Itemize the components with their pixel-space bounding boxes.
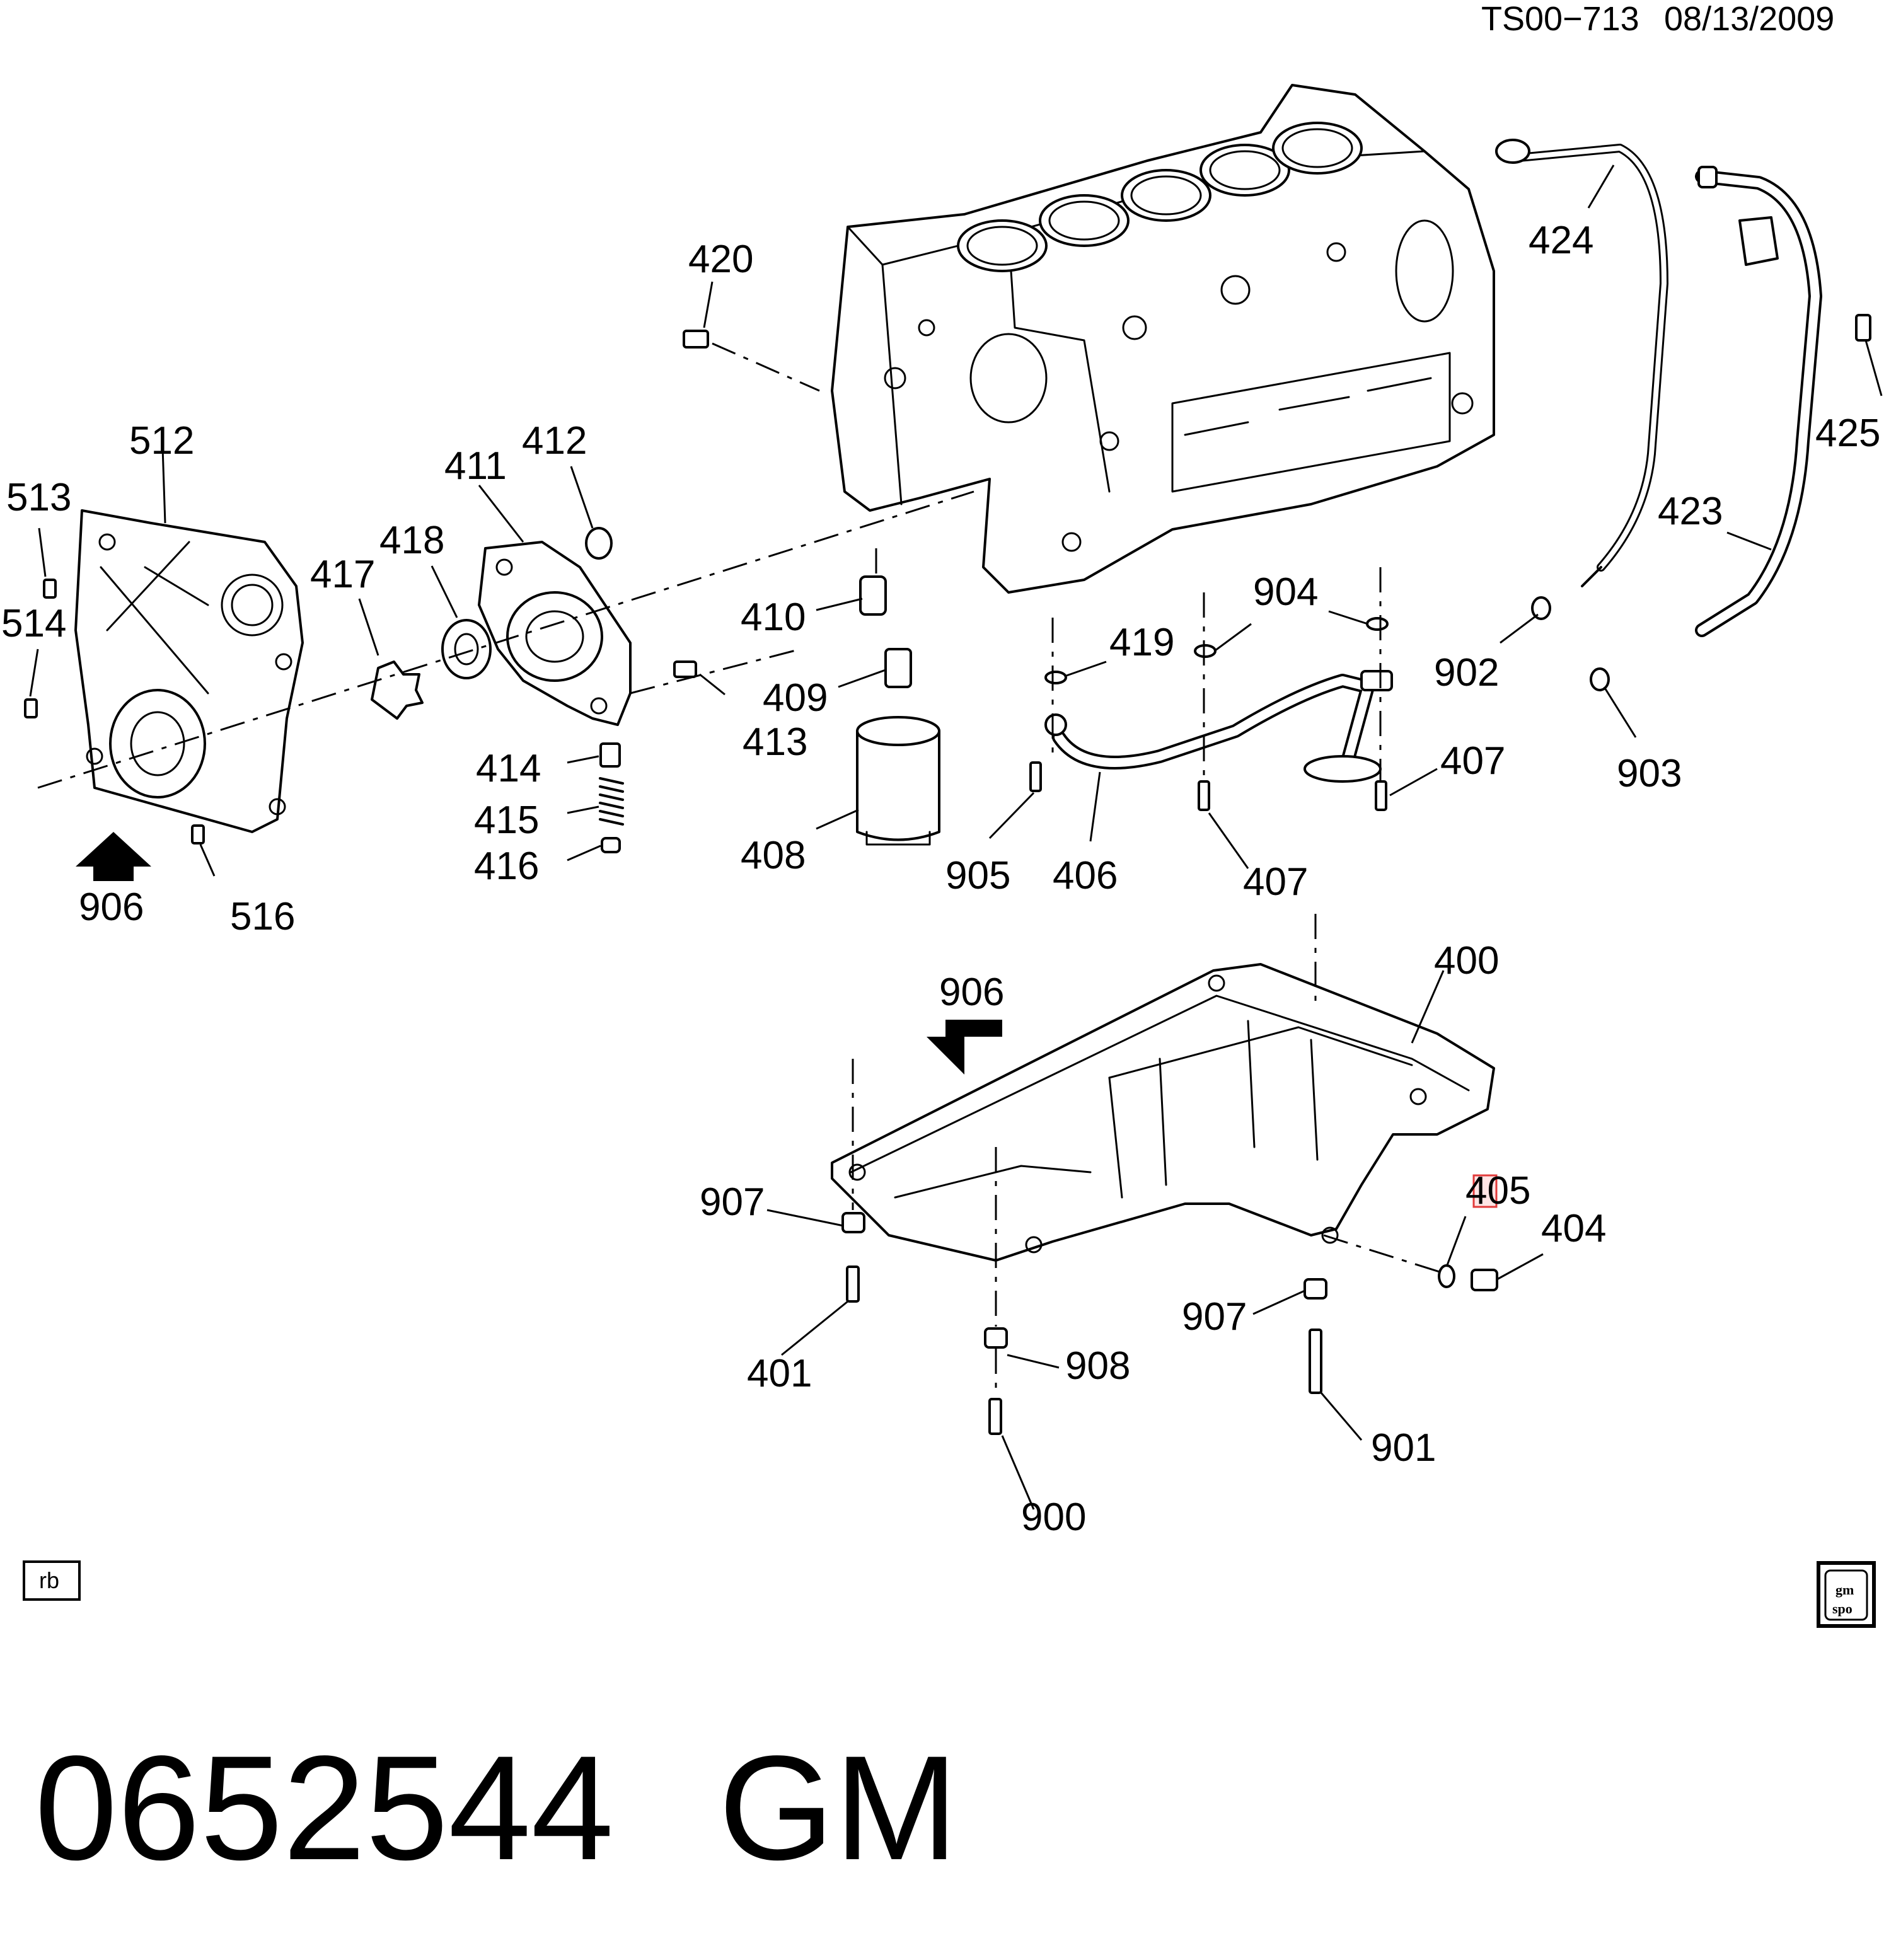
callout-407-right: 407 [1440,739,1505,783]
callout-906-center: 906 [939,971,1004,1014]
oil-filter-408 [856,716,940,846]
callout-415: 415 [474,798,539,842]
oil-level-indicator-424 [1495,139,1668,587]
callout-413: 413 [743,720,807,764]
engine-block [831,84,1495,594]
callout-901: 901 [1371,1426,1436,1470]
oil-filter-adapter-410 [859,575,887,616]
callout-411: 411 [444,444,507,488]
callout-417: 417 [310,553,375,596]
diagram-date: 08/13/2009 [1664,0,1834,38]
view-arrow-down-icon [927,1020,1002,1075]
outer-rotor-418 [441,619,492,679]
oil-filter-fitting-409 [884,648,912,688]
callout-412: 412 [522,419,587,463]
callout-405: 405 [1465,1169,1530,1213]
callout-908: 908 [1065,1344,1130,1388]
callout-409: 409 [763,676,828,720]
oil-level-indicator-tube-423 [1695,166,1822,637]
callout-401: 401 [747,1352,812,1395]
drain-plug-404-and-seal-405 [1438,1264,1498,1291]
callout-408: 408 [741,834,806,877]
callout-903: 903 [1617,752,1682,795]
oil-pan-400 [831,963,1495,1262]
callout-404: 404 [1541,1207,1606,1250]
callout-512: 512 [129,419,194,463]
diagram-code: TS00−713 [1481,0,1639,38]
catalog-number: 0652544 [35,1725,614,1891]
callout-904: 904 [1253,570,1318,614]
callout-405-highlight [1472,1174,1498,1208]
engine-front-cover [74,509,304,833]
inner-rotor-417 [371,660,424,720]
callout-907-left: 907 [700,1180,765,1224]
callout-424: 424 [1529,219,1593,262]
seals-419-904 [1044,617,1389,684]
badge-line-1: gm [1835,1582,1854,1598]
bolts-407-905 [1029,761,1387,811]
callout-416: 416 [474,845,539,888]
bolts-513-514-516 [24,579,205,845]
rb-tag-label: rb [39,1567,59,1593]
callout-labels: 420 512 513 514 516 906 411 412 417 418 … [1,219,1880,1539]
callout-420: 420 [688,238,753,281]
callout-902: 902 [1434,651,1499,695]
callout-514: 514 [1,602,66,645]
badge-line-2: spo [1832,1601,1853,1617]
leader-lines [29,164,1883,1510]
oil-pump-screen-406 [1044,670,1393,783]
oil-pump-cover [478,541,632,726]
callout-406: 406 [1053,854,1118,897]
callout-900: 900 [1021,1496,1086,1539]
view-arrow-up-icon [76,832,151,881]
callout-418: 418 [379,519,444,562]
callout-516: 516 [230,895,295,938]
plug-413 [673,660,697,678]
callout-400: 400 [1434,939,1499,983]
o-rings-902-903 [1531,596,1610,691]
callout-414: 414 [476,747,541,790]
callout-513: 513 [6,476,71,519]
callout-423: 423 [1658,490,1723,533]
callout-907-right: 907 [1182,1295,1247,1339]
callout-905: 905 [945,854,1010,897]
oil-pan-fasteners [841,1212,1327,1435]
callout-407-bottom: 407 [1243,860,1308,904]
bolt-425 [1855,314,1871,342]
callout-906-left: 906 [79,885,144,929]
callout-410: 410 [741,596,806,639]
gm-spo-logo: gm spo [1817,1561,1876,1628]
plug-420 [683,330,709,349]
callout-419: 419 [1109,621,1174,664]
relief-valve-parts [599,742,624,853]
o-ring-412 [585,527,613,560]
callout-425: 425 [1815,412,1880,455]
brand-label: GM [719,1725,958,1891]
rb-tag: rb [23,1560,81,1601]
